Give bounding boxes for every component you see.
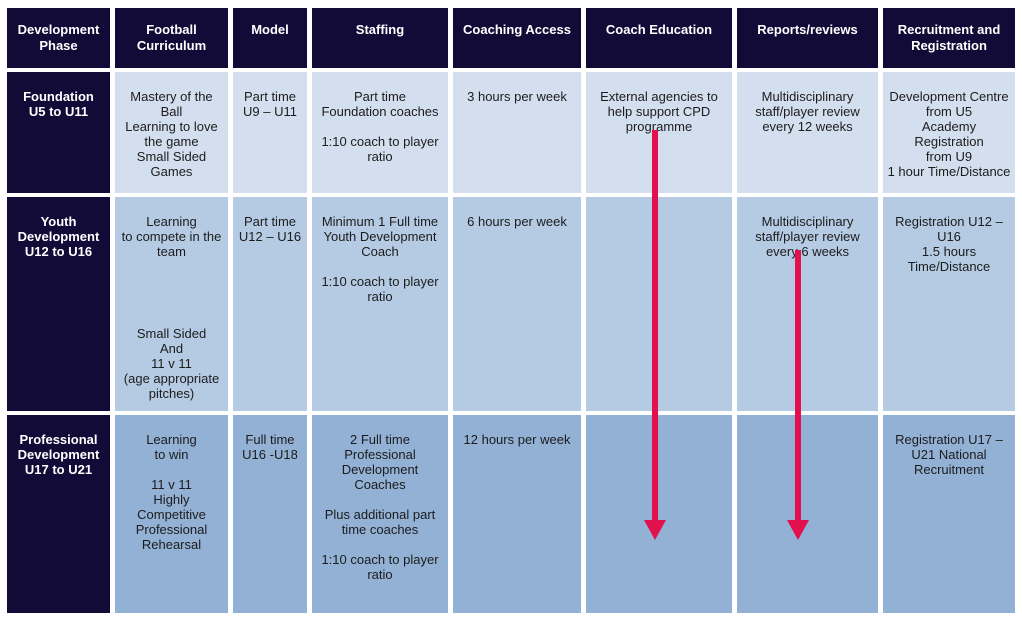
cell-foundation-coach-education: External agencies to help support CPD pr… (586, 72, 732, 193)
header-cell-coaching-access: Coaching Access (453, 8, 581, 68)
cell-foundation-coaching-access: 3 hours per week (453, 72, 581, 193)
youth-curriculum-bottom: Small Sided And 11 v 11 (age appropriate… (123, 326, 220, 401)
cell-youth-coaching-access: 6 hours per week (453, 197, 581, 411)
header-cell-recruitment-registration: Recruitment and Registration (883, 8, 1015, 68)
cell-professional-recruitment: Registration U17 – U21 National Recruitm… (883, 415, 1015, 613)
cell-professional-staffing: 2 Full time Professional Development Coa… (312, 415, 448, 613)
cell-youth-model: Part time U12 – U16 (233, 197, 307, 411)
cell-professional-coach-education (586, 415, 732, 613)
arrow-head-icon (644, 520, 666, 540)
cell-youth-reports-reviews: Multidisciplinary staff/player review ev… (737, 197, 878, 411)
cell-professional-curriculum: Learning to win 11 v 11 Highly Competiti… (115, 415, 228, 613)
cell-foundation-reports-reviews: Multidisciplinary staff/player review ev… (737, 72, 878, 193)
cell-foundation-model: Part time U9 – U11 (233, 72, 307, 193)
cell-youth-phase: Youth Development U12 to U16 (7, 197, 110, 411)
development-model-table: Development Phase Football Curriculum Mo… (7, 8, 1015, 613)
cell-foundation-staffing: Part time Foundation coaches 1:10 coach … (312, 72, 448, 193)
cell-professional-phase: Professional Development U17 to U21 (7, 415, 110, 613)
cell-youth-coach-education (586, 197, 732, 411)
cell-youth-recruitment: Registration U12 – U16 1.5 hours Time/Di… (883, 197, 1015, 411)
arrow-head-icon (787, 520, 809, 540)
cell-foundation-curriculum: Mastery of the Ball Learning to love the… (115, 72, 228, 193)
cell-youth-staffing: Minimum 1 Full time Youth Development Co… (312, 197, 448, 411)
header-cell-coach-education: Coach Education (586, 8, 732, 68)
cell-professional-reports-reviews (737, 415, 878, 613)
header-cell-football-curriculum: Football Curriculum (115, 8, 228, 68)
header-cell-model: Model (233, 8, 307, 68)
cell-foundation-phase: Foundation U5 to U11 (7, 72, 110, 193)
arrow-shaft (795, 250, 801, 520)
header-cell-staffing: Staffing (312, 8, 448, 68)
cell-professional-model: Full time U16 -U18 (233, 415, 307, 613)
cell-professional-coaching-access: 12 hours per week (453, 415, 581, 613)
youth-curriculum-top: Learning to compete in the team (121, 214, 222, 259)
header-cell-reports-reviews: Reports/reviews (737, 8, 878, 68)
arrow-shaft (652, 130, 658, 520)
cell-youth-curriculum: Learning to compete in the team Small Si… (115, 197, 228, 411)
header-cell-development-phase: Development Phase (7, 8, 110, 68)
reports-reviews-down-arrow (787, 250, 809, 540)
cell-foundation-recruitment: Development Centre from U5 Academy Regis… (883, 72, 1015, 193)
coach-education-down-arrow (644, 130, 666, 540)
